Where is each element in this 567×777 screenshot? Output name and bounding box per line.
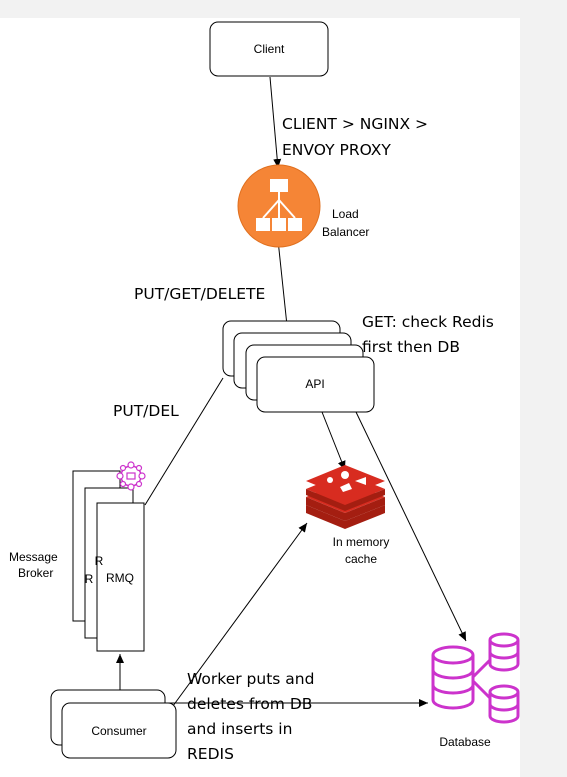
client-proxy-label-1: CLIENT > NGINX > xyxy=(282,115,428,133)
consumer-note-line-1: Worker puts and xyxy=(187,670,314,688)
message-broker-label-1: Message xyxy=(9,550,58,564)
database-icon xyxy=(431,632,520,724)
rmq-label: RMQ xyxy=(106,571,134,585)
consumer-note-line-2: deletes from DB xyxy=(187,695,312,713)
api-label: API xyxy=(305,377,324,391)
edge-lb-to-api xyxy=(277,239,292,336)
api-note-line-1: GET: check Redis xyxy=(362,313,494,331)
message-broker-icon xyxy=(116,461,146,491)
api-note-line-2: first then DB xyxy=(362,338,460,356)
edge-client-to-lb xyxy=(269,76,282,169)
rmq-back-label-1: R xyxy=(85,572,94,586)
load-balancer-icon xyxy=(237,164,321,248)
rmq-node-stack: R R RMQ xyxy=(72,470,145,652)
rmq-back-label-2: R xyxy=(95,554,104,568)
redis-icon xyxy=(306,465,385,529)
database-label: Database xyxy=(439,735,491,749)
edge-api-to-cache xyxy=(321,411,346,471)
consumer-note-line-4: REDIS xyxy=(187,745,234,763)
client-node: Client xyxy=(209,21,329,77)
load-balancer-label-2: Balancer xyxy=(322,225,369,239)
api-mq-method-label: PUT/DEL xyxy=(113,402,179,420)
api-node-stack: API xyxy=(222,320,375,413)
consumer-note-line-3: and inserts in xyxy=(187,720,292,738)
edge-consumer-to-cache xyxy=(169,522,308,711)
edges xyxy=(116,76,467,711)
edge-api-to-database xyxy=(355,411,467,642)
client-label: Client xyxy=(254,42,285,56)
lb-api-method-label: PUT/GET/DELETE xyxy=(134,285,265,303)
cache-label-1: In memory xyxy=(333,535,390,549)
load-balancer-label-1: Load xyxy=(332,207,359,221)
client-proxy-label-2: ENVOY PROXY xyxy=(282,141,391,159)
consumer-label: Consumer xyxy=(91,724,146,738)
edge-api-to-mq xyxy=(144,377,224,506)
cache-label-2: cache xyxy=(345,552,377,566)
consumer-node-stack: Consumer xyxy=(50,689,177,759)
message-broker-label-2: Broker xyxy=(18,566,53,580)
